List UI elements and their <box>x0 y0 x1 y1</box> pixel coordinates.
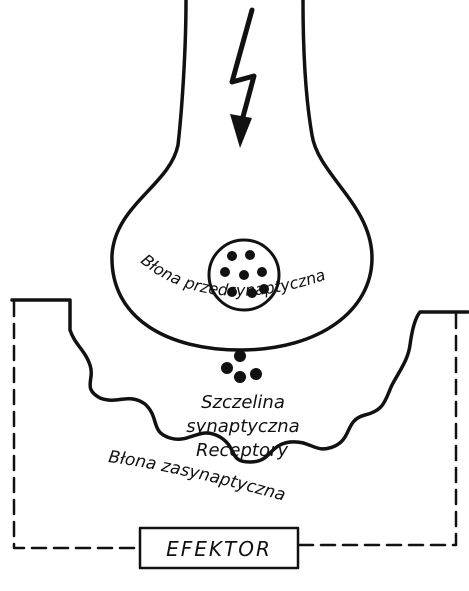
receptors-label: Receptory <box>196 440 288 461</box>
effector-label: EFEKTOR <box>166 537 272 561</box>
circuit-line-right <box>298 314 456 545</box>
neurotransmitter-dot <box>239 270 249 280</box>
neurotransmitter-dot <box>234 350 246 362</box>
neurotransmitter-dot <box>227 251 237 261</box>
neurotransmitter-dot <box>221 362 233 374</box>
released-neurotransmitter <box>221 350 262 383</box>
impulse-arrowhead <box>230 114 252 148</box>
impulse-bolt-line <box>232 10 254 128</box>
neurotransmitter-dot <box>220 267 230 277</box>
neurotransmitter-dot <box>250 368 262 380</box>
synaptic-cleft-label-line2: synaptyczna <box>186 416 299 437</box>
synaptic-cleft-label-line1: Szczelina <box>201 392 285 413</box>
neurotransmitter-dot <box>257 267 267 277</box>
circuit-line-left <box>14 302 140 548</box>
nerve-impulse-arrow <box>230 10 254 148</box>
neurotransmitter-dot <box>234 371 246 383</box>
neurotransmitter-dot <box>245 250 255 260</box>
